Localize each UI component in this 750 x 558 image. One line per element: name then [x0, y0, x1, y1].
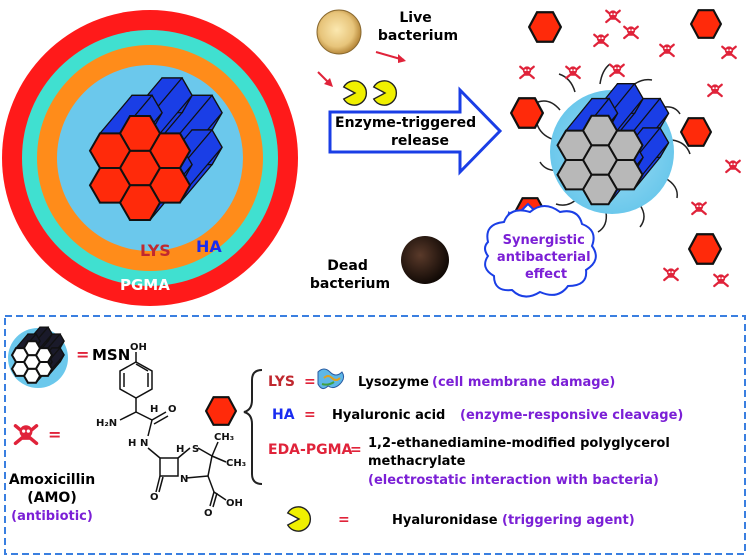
dead-bacterium-icon — [401, 236, 449, 284]
struct-o3: O — [204, 508, 213, 519]
pgma-name-line2: methacrylate — [368, 454, 466, 469]
ha-name: Hyaluronic acid — [332, 408, 445, 423]
synergy-cloud — [484, 205, 597, 298]
msn-pore — [88, 167, 132, 204]
lys-eq: = — [304, 374, 316, 390]
struct-oh-top: OH — [130, 342, 147, 353]
skull-eq: = — [48, 425, 61, 444]
amoxicillin-structure — [119, 352, 227, 508]
struct-h2n: H₂N — [96, 418, 117, 429]
live-bacterium-label: Live bacterium — [378, 10, 458, 44]
released-particle — [536, 63, 691, 233]
struct-h3: H — [176, 444, 184, 455]
coated-nanoparticle — [2, 10, 298, 306]
pgma-role: (electrostatic interaction with bacteria… — [368, 473, 659, 488]
struct-h1: H — [150, 404, 158, 415]
pgma-abbr: EDA-PGMA — [268, 442, 353, 458]
lys-name: Lysozyme — [358, 375, 429, 390]
antibiotic-label: (antibiotic) — [11, 509, 93, 524]
legend-box — [4, 315, 746, 555]
struct-o1: O — [168, 404, 177, 415]
ha-label: HA — [196, 237, 222, 256]
amo-label: (AMO) — [27, 490, 76, 506]
pac-eq: = — [338, 512, 350, 528]
live-bacterium-icon — [316, 9, 362, 55]
ha-role: (enzyme-responsive cleavage) — [460, 408, 683, 423]
msn-pore — [556, 159, 593, 191]
msn-legend-icon — [10, 326, 65, 384]
brace — [243, 369, 263, 485]
msn-core-icon — [88, 76, 223, 222]
release-arrow-icon — [328, 86, 503, 176]
red-hexagon-icon — [205, 396, 237, 426]
msn-pore — [10, 361, 30, 377]
msn-pore — [556, 129, 593, 161]
dead-bacterium-label: Dead bacterium — [310, 258, 390, 292]
struct-n1: N — [140, 438, 148, 449]
msn-pore — [88, 132, 132, 169]
pgma-eq: = — [350, 442, 362, 458]
enzyme-release-label: Enzyme-triggered release — [335, 115, 481, 149]
struct-oh2: OH — [226, 498, 243, 509]
lys-role: (cell membrane damage) — [432, 375, 615, 390]
hyaluronidase-name: Hyaluronidase — [392, 513, 498, 528]
hyaluronidase-icon — [373, 80, 398, 106]
pgma-label: PGMA — [120, 276, 170, 294]
msn-pore — [10, 347, 30, 363]
msn-eq: = — [76, 345, 89, 364]
lys-abbr: LYS — [268, 374, 295, 390]
ha-abbr: HA — [272, 407, 295, 423]
hyaluronidase-icon — [343, 80, 368, 106]
amoxicillin-label: Amoxicillin — [9, 472, 95, 488]
struct-h-n: H — [128, 438, 136, 449]
lysozyme-protein-icon — [317, 368, 345, 390]
struct-n2: N — [180, 474, 188, 485]
lys-label: LYS — [140, 241, 171, 260]
struct-ch3b: CH₃ — [226, 458, 246, 469]
struct-ch3a: CH₃ — [214, 432, 234, 443]
struct-s: S — [192, 444, 199, 455]
pgma-name-line1: 1,2-ethanediamine-modified polyglycerol — [368, 436, 670, 451]
synergistic-label: Synergistic antibacterial effect — [497, 233, 595, 282]
hyaluronidase-role: (triggering agent) — [502, 513, 635, 528]
struct-o2: O — [150, 492, 159, 503]
msn-label: MSN — [92, 346, 130, 364]
ha-eq: = — [304, 407, 316, 423]
